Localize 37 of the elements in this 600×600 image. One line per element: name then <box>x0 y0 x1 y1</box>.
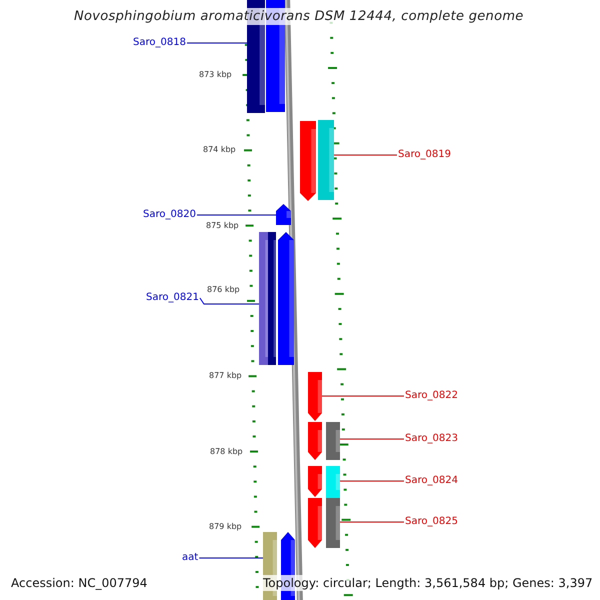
gene-block <box>308 372 322 421</box>
scale-label: 874 kbp <box>203 145 236 155</box>
gene-label: aat <box>182 552 198 564</box>
gene-block <box>278 232 294 365</box>
leader-line <box>199 298 260 304</box>
leader-line <box>334 154 398 156</box>
gene-label: Saro_0820 <box>143 209 196 221</box>
leader-line <box>186 42 248 44</box>
gene-block <box>308 422 322 460</box>
scale-label: 878 kbp <box>210 447 243 457</box>
gene-block <box>326 422 340 460</box>
gene-block <box>318 120 334 200</box>
gene-label: Saro_0822 <box>405 390 458 402</box>
scale-label: 873 kbp <box>199 70 232 80</box>
gene-block <box>326 498 340 548</box>
leader-line <box>340 480 404 482</box>
scale-label: 875 kbp <box>206 221 239 231</box>
gene-label: Saro_0823 <box>405 433 458 445</box>
gene-block <box>326 466 340 498</box>
gene-label: Saro_0818 <box>133 37 186 49</box>
scale-label: 876 kbp <box>207 285 240 295</box>
gene-label: Saro_0824 <box>405 475 458 487</box>
gene-label: Saro_0819 <box>398 149 451 161</box>
gene-label: Saro_0825 <box>405 516 458 528</box>
gene-block <box>300 121 316 201</box>
gene-block <box>308 466 322 497</box>
gene-block <box>268 232 276 365</box>
gene-block <box>259 232 268 365</box>
footer-text: Topology: circular; Length: 3,561,584 bp; Genes: 3,397 <box>261 575 595 591</box>
scale-label: 877 kbp <box>209 371 242 381</box>
leader-line <box>340 438 404 440</box>
scale-label: 879 kbp <box>209 522 242 532</box>
gene-block <box>308 498 322 548</box>
gene-block <box>276 204 291 225</box>
gene-label: Saro_0821 <box>146 292 199 304</box>
footer-text: Accession: NC_007794 <box>9 575 150 591</box>
leader-line <box>196 214 276 216</box>
